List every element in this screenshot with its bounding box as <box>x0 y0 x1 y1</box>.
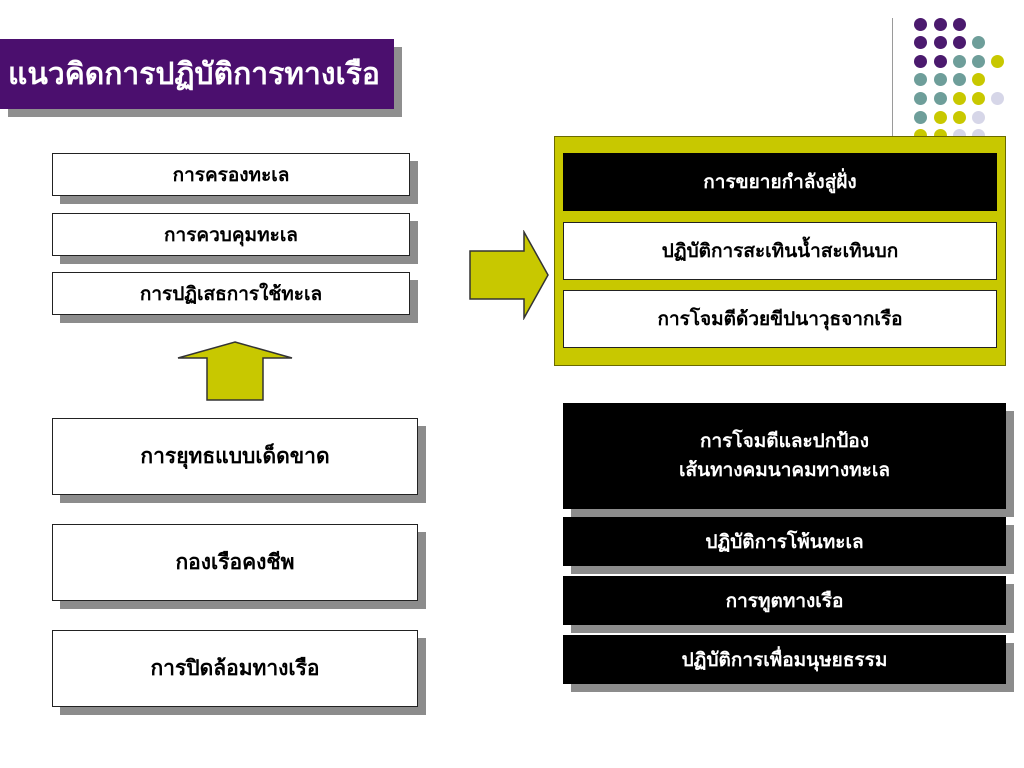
strategy-box-decisive-battle: การยุทธแบบเด็ดขาด <box>52 418 418 495</box>
decorative-dot <box>991 55 1004 68</box>
concept-box-sea-command: การครองทะเล <box>52 153 410 196</box>
decorative-dot <box>972 55 985 68</box>
decorative-dot <box>914 36 927 49</box>
decorative-dot <box>934 55 947 68</box>
naval-diplomacy-box: การทูตทางเรือ <box>563 576 1006 625</box>
decorative-divider-line <box>892 18 893 136</box>
amphibious-operations-box: ปฏิบัติการสะเทินน้ำสะเทินบก <box>563 222 997 280</box>
decorative-dot <box>972 111 985 124</box>
arrow-right-icon <box>469 230 549 320</box>
decorative-dot <box>953 55 966 68</box>
decorative-dot <box>934 36 947 49</box>
decorative-dot <box>914 73 927 86</box>
decorative-dot <box>953 18 966 31</box>
decorative-dot <box>953 111 966 124</box>
concept-box-sea-control: การควบคุมทะเล <box>52 213 410 256</box>
power-projection-header: การขยายกำลังสู่ฝั่ง <box>563 153 997 211</box>
expeditionary-operations-box: ปฏิบัติการโพ้นทะเล <box>563 517 1006 566</box>
decorative-dot <box>934 92 947 105</box>
decorative-dot <box>914 92 927 105</box>
naval-missile-strike-box: การโจมตีด้วยขีปนาวุธจากเรือ <box>563 290 997 348</box>
decorative-dot <box>972 36 985 49</box>
decorative-dot <box>972 73 985 86</box>
decorative-dot <box>914 18 927 31</box>
strategy-box-fleet-in-being: กองเรือคงชีพ <box>52 524 418 601</box>
decorative-dot <box>972 92 985 105</box>
humanitarian-operations-box: ปฏิบัติการเพื่อมนุษยธรรม <box>563 635 1006 684</box>
strategy-box-naval-blockade: การปิดล้อมทางเรือ <box>52 630 418 707</box>
arrow-up-icon <box>177 341 293 401</box>
decorative-dot <box>914 111 927 124</box>
sea-lane-line-1: การโจมตีและปกป้อง <box>700 429 869 452</box>
decorative-dot <box>934 73 947 86</box>
decorative-dot <box>953 92 966 105</box>
decorative-dot <box>953 36 966 49</box>
decorative-dot <box>953 73 966 86</box>
page-title: แนวคิดการปฏิบัติการทางเรือ <box>0 39 394 109</box>
concept-box-sea-denial: การปฏิเสธการใช้ทะเล <box>52 272 410 315</box>
decorative-dot <box>991 92 1004 105</box>
decorative-dot <box>934 18 947 31</box>
sea-lane-line-2: เส้นทางคมนาคมทางทะเล <box>678 459 890 481</box>
decorative-dot <box>934 111 947 124</box>
decorative-dot <box>914 55 927 68</box>
sea-lane-attack-defense-box: การโจมตีและปกป้อง เส้นทางคมนาคมทางทะเล <box>563 403 1006 509</box>
